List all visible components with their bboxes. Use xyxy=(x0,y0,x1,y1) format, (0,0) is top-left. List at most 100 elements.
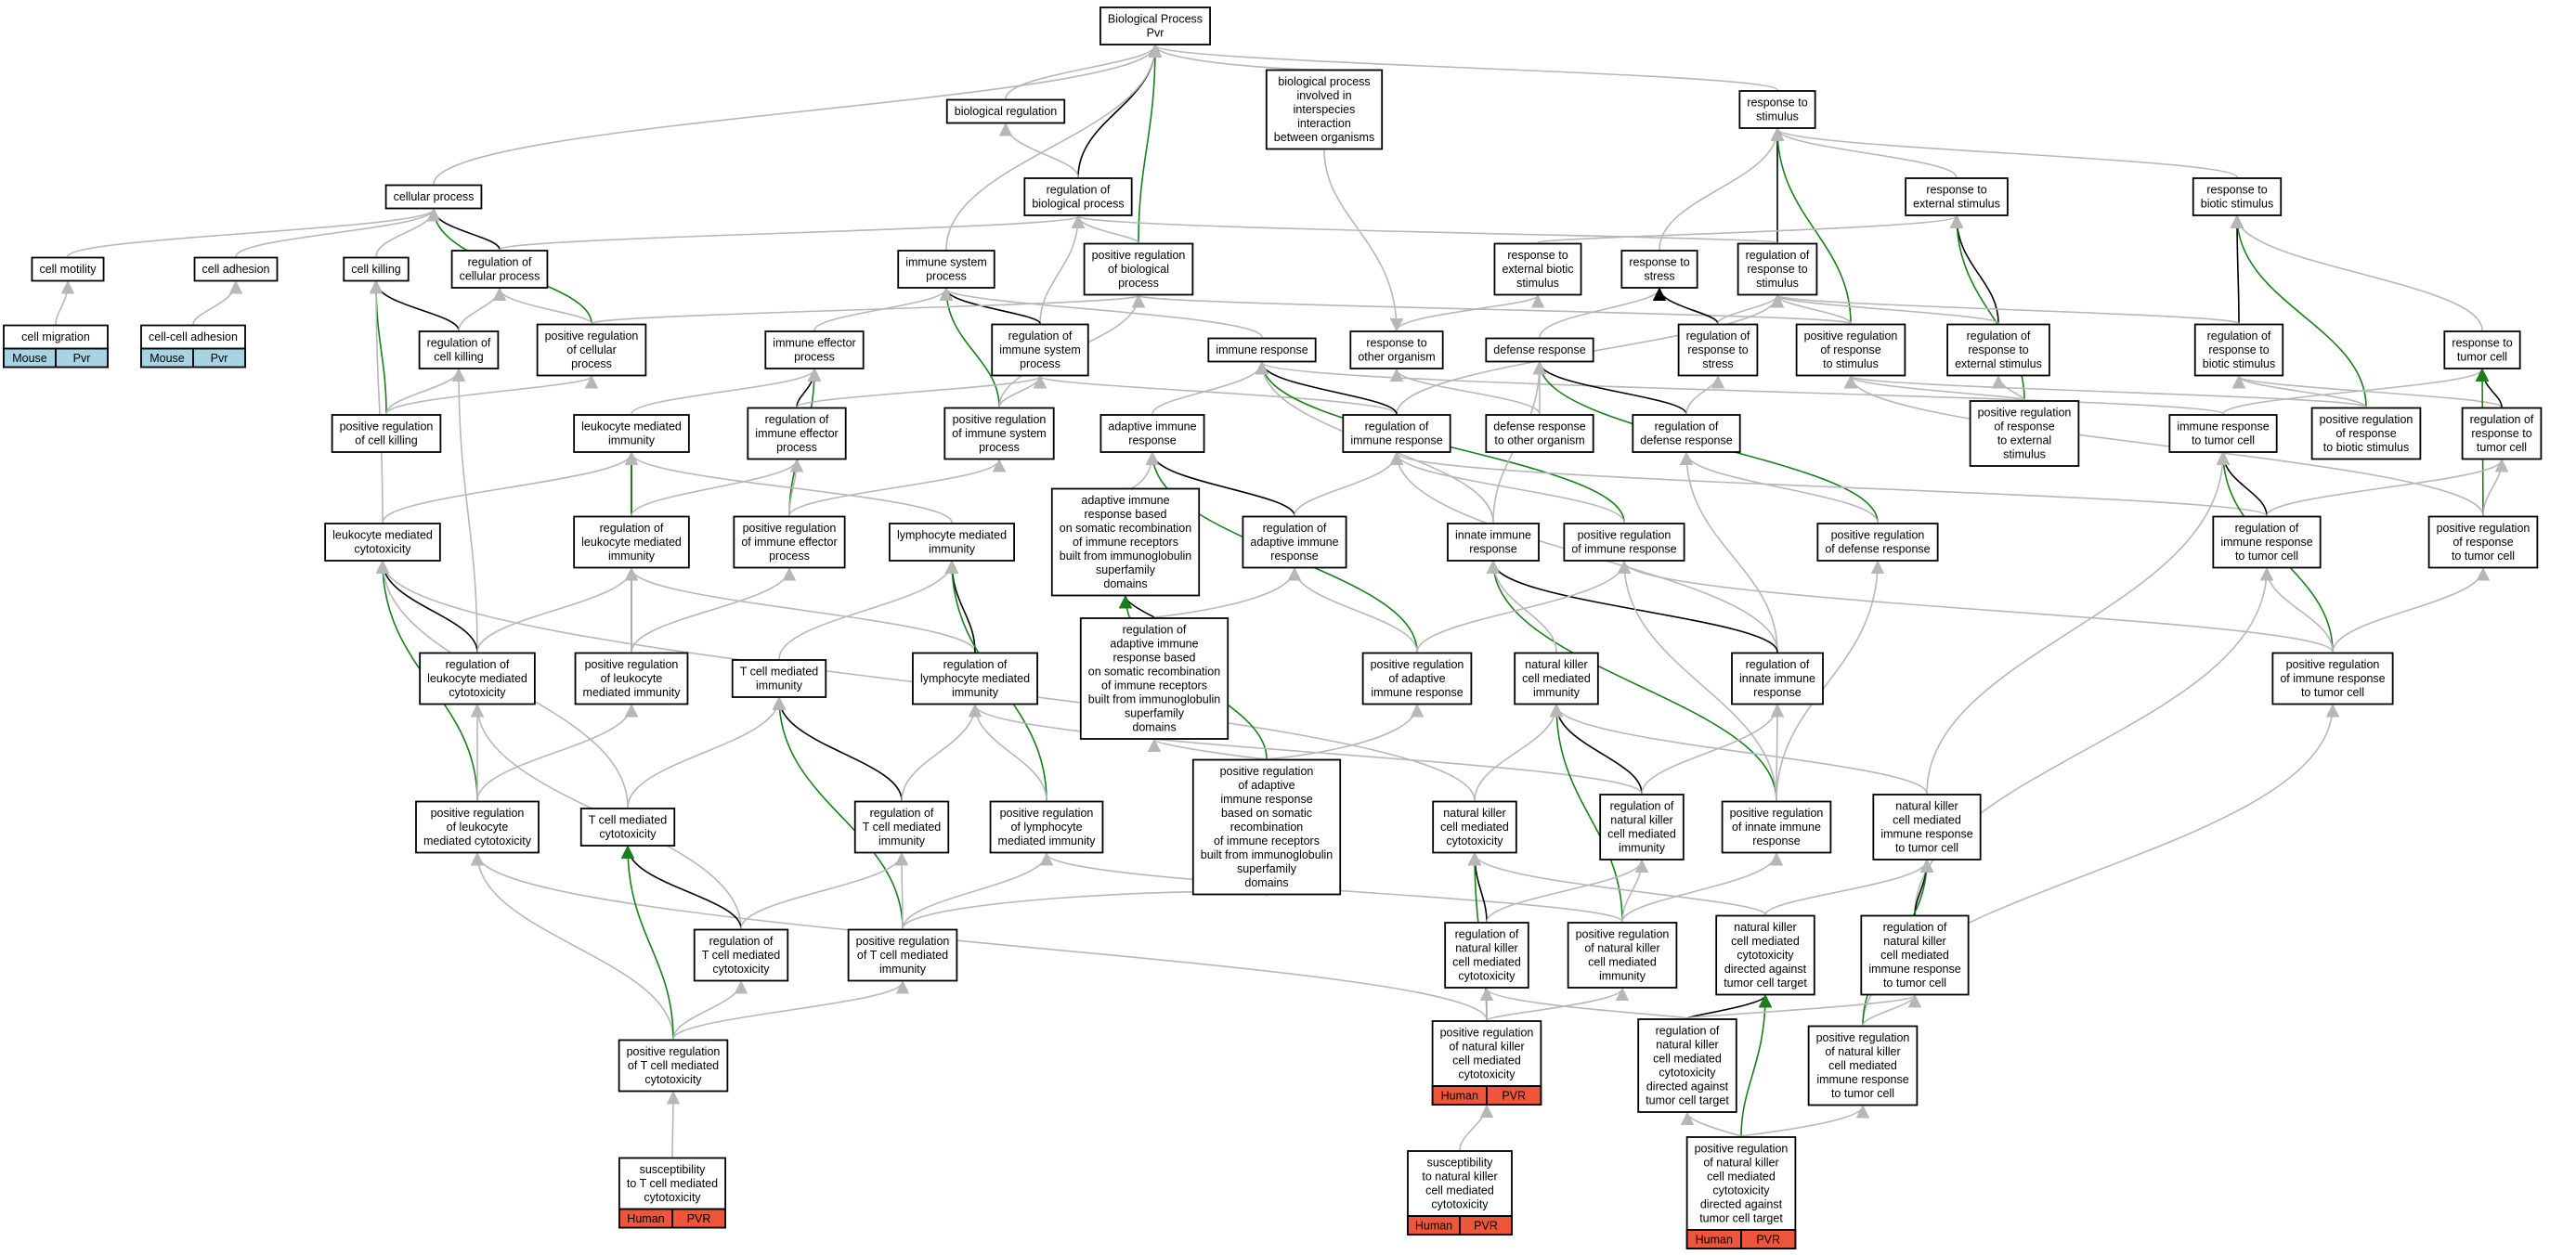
is-a-edge xyxy=(620,845,742,929)
relation-edge xyxy=(1287,567,1418,653)
go-term-node: biological regulation xyxy=(945,98,1066,124)
node-label-line: of adaptive xyxy=(1388,672,1445,685)
relation-edge xyxy=(1255,361,2224,415)
node-label-line: response to xyxy=(1366,337,1426,350)
node-label-line: of immune response xyxy=(2280,672,2385,685)
node-label-line: response xyxy=(1270,550,1318,563)
node-label-line: immunity xyxy=(929,543,976,556)
is-a-edge xyxy=(2230,214,2244,324)
relation-edge xyxy=(1072,214,1778,244)
node-label-line: positive regulation xyxy=(1440,1027,1534,1040)
edges-layer xyxy=(55,44,2509,1158)
node-label-line: positive regulation xyxy=(1695,1143,1789,1156)
node-label-line: cytotoxicity xyxy=(1659,1067,1716,1080)
node-box xyxy=(989,800,1104,854)
node-label-line: superfamily xyxy=(1096,563,1156,576)
relation-edge xyxy=(624,451,953,524)
node-label-line: cell mediated xyxy=(1440,821,1509,834)
gene-tag-label: PVR xyxy=(1474,1220,1498,1233)
node-label-line: cell mediated xyxy=(1607,828,1676,841)
relation-edge xyxy=(624,567,976,653)
node-label-line: regulation of xyxy=(446,658,510,671)
node-label-line: stimulus xyxy=(1756,277,1799,290)
node-label-line: of defense response xyxy=(1825,543,1930,556)
node-label-line: to tumor cell xyxy=(2192,434,2255,447)
relation-edge xyxy=(1686,994,1921,1019)
node-box xyxy=(2193,323,2284,377)
node-label-line: stress xyxy=(1644,270,1674,283)
relation-edge xyxy=(894,852,909,929)
node-label-line: susceptibility xyxy=(1427,1157,1494,1170)
node-label-line: T cell mediated xyxy=(740,666,819,679)
node-label-line: adaptive immune xyxy=(1081,494,1169,507)
node-label-line: process xyxy=(926,270,967,283)
relation-edge xyxy=(1467,852,1766,916)
relation-edge xyxy=(1659,127,1785,251)
species-tag-label: Human xyxy=(627,1212,664,1225)
relation-edge xyxy=(1151,361,1269,415)
node-label-line: cytotoxicity xyxy=(449,686,506,699)
node-box xyxy=(1567,922,1678,989)
relation-edge xyxy=(631,459,804,516)
node-label-line: natural killer xyxy=(1525,658,1587,671)
node-label-line: other organism xyxy=(1358,351,1435,364)
relation-edge xyxy=(1770,127,1958,178)
node-box xyxy=(912,652,1038,705)
node-box xyxy=(1023,177,1133,216)
node-label-line: positive regulation xyxy=(1816,1031,1910,1044)
node-label-line: immune response xyxy=(2220,536,2312,549)
node-label-line: external stimulus xyxy=(1955,357,2042,370)
species-tag-label: Human xyxy=(1441,1090,1478,1103)
node-box xyxy=(1738,90,1816,129)
node-label-line: regulation of xyxy=(1883,921,1947,934)
node-label-line: tumor cell target xyxy=(1646,1094,1729,1107)
positive-regulation-edge xyxy=(1740,994,1773,1137)
node-label-line: regulation of xyxy=(1008,330,1073,343)
node-label-line: biotic stimulus xyxy=(2201,198,2274,211)
node-label-line: of immune effector xyxy=(741,536,837,549)
relation-edge xyxy=(1621,859,1649,923)
node-label-line: regulation of xyxy=(1365,420,1429,433)
relation-edge xyxy=(1621,852,1784,923)
gene-tag-label: Pvr xyxy=(73,352,91,365)
node-label-line: immunity xyxy=(879,963,927,976)
node-label-line: superfamily xyxy=(1125,707,1185,720)
node-box xyxy=(1099,414,1205,453)
node-box xyxy=(1099,6,1211,45)
node-label-line: positive regulation xyxy=(1730,807,1824,820)
relation-edge xyxy=(1537,214,1963,244)
node-label-line: immune effector xyxy=(773,337,855,350)
node-box xyxy=(1599,794,1685,860)
node-box xyxy=(618,1039,729,1093)
relation-edge xyxy=(1125,451,1160,490)
node-label-line: Pvr xyxy=(1147,27,1164,40)
node-box xyxy=(2427,515,2539,569)
node-label-line: between organisms xyxy=(1274,131,1374,144)
node-label-line: process xyxy=(769,550,810,563)
relation-edge xyxy=(1149,44,1778,91)
node-box xyxy=(418,330,500,369)
node-label-line: natural killer xyxy=(1443,807,1505,820)
node-label-line: positive regulation xyxy=(1576,928,1670,941)
node-box xyxy=(2168,414,2278,453)
node-box xyxy=(31,256,105,282)
relation-edge xyxy=(1132,294,1852,325)
node-label-line: to T cell mediated xyxy=(627,1177,718,1190)
is-a-edge xyxy=(1118,595,1155,618)
node-box xyxy=(991,323,1089,377)
node-label-line: cytotoxicity xyxy=(1458,1068,1516,1081)
node-label-line: positive regulation xyxy=(856,935,950,948)
relation-edge xyxy=(1034,375,1398,415)
node-label-line: process xyxy=(794,351,835,364)
